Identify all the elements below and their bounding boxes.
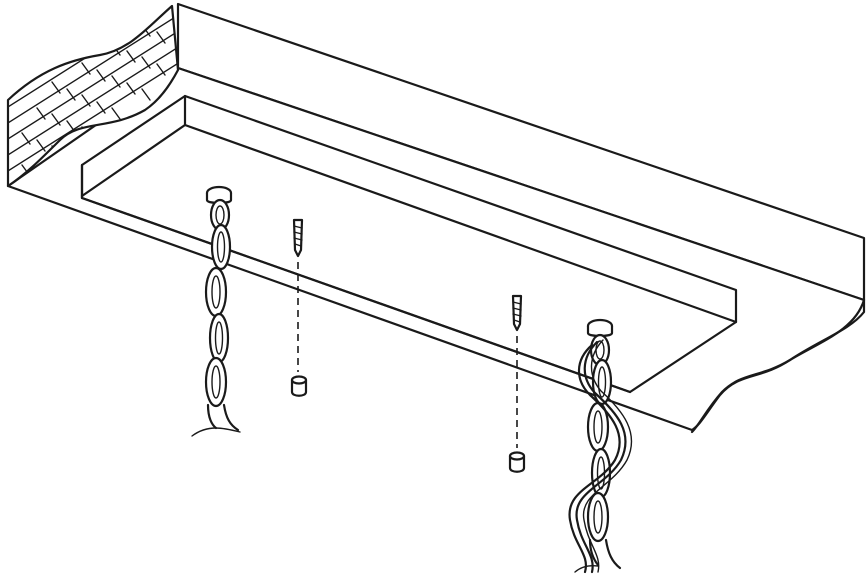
- right-wall-anchor: [508, 451, 526, 473]
- left-wall-anchor: [290, 375, 308, 397]
- right-screw: [511, 294, 523, 332]
- left-chain: [191, 223, 241, 437]
- left-ceiling-hook: [205, 185, 233, 232]
- left-screw: [292, 218, 304, 258]
- mounting-plate: [80, 94, 738, 394]
- wire-wrapped-around-right-chain: [568, 339, 633, 574]
